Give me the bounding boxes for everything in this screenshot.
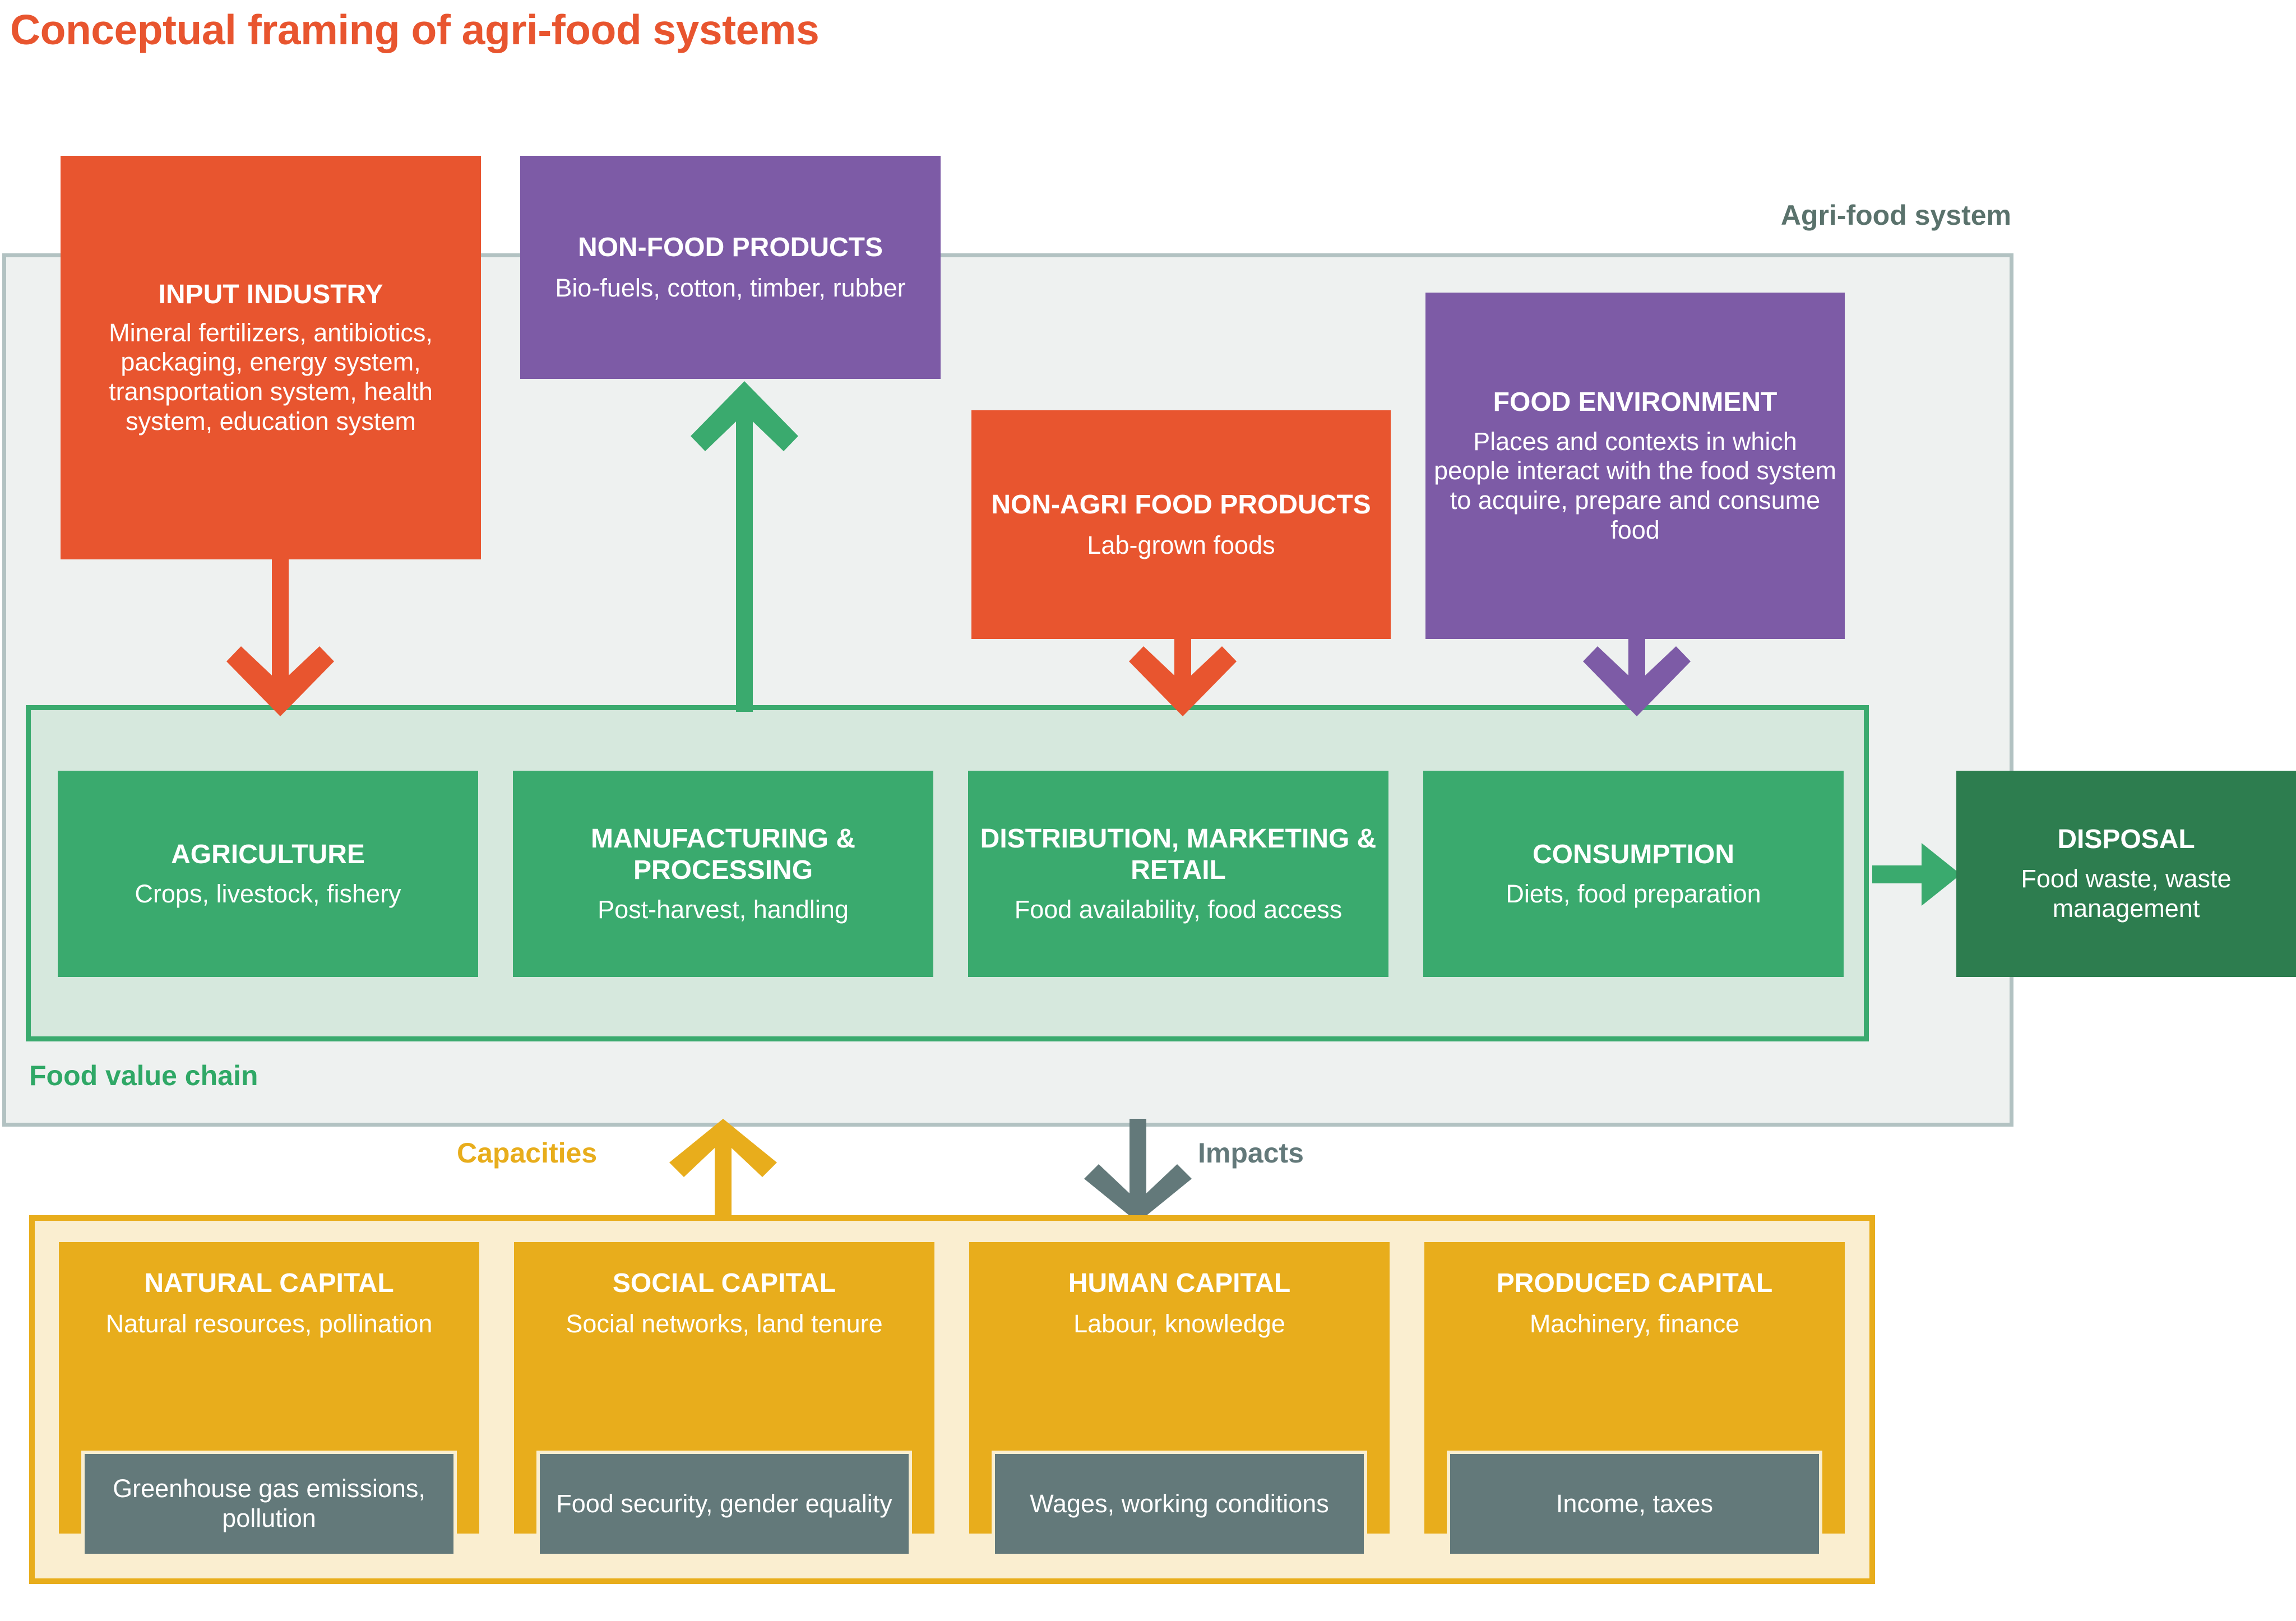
box-title: NON-FOOD PRODUCTS (578, 232, 883, 262)
box-subtitle: Mineral fertilizers, antibiotics, packag… (109, 318, 433, 436)
box-subtitle: Labour, knowledge (1073, 1309, 1285, 1339)
capacities-label: Capacities (457, 1137, 598, 1169)
box-natural-capital-impact[interactable]: Greenhouse gas emissions, pollution (81, 1451, 457, 1557)
box-title: DISPOSAL (2057, 825, 2195, 855)
box-title: NATURAL CAPITAL (144, 1268, 394, 1298)
box-subtitle: Diets, food preparation (1506, 879, 1761, 908)
box-non-food-products[interactable]: NON-FOOD PRODUCTS Bio-fuels, cotton, tim… (520, 156, 941, 379)
box-title: FOOD ENVIRONMENT (1493, 387, 1777, 417)
box-food-environment[interactable]: FOOD ENVIRONMENT Places and contexts in … (1425, 293, 1845, 639)
box-subtitle: Post-harvest, handling (598, 895, 849, 924)
page-title: Conceptual framing of agri-food systems (10, 6, 820, 53)
box-subtitle: Greenhouse gas emissions, pollution (113, 1474, 425, 1532)
box-title: NON-AGRI FOOD PRODUCTS (991, 489, 1371, 520)
box-title: MANUFACTURING & PROCESSING (591, 823, 855, 885)
box-input-industry[interactable]: INPUT INDUSTRY Mineral fertilizers, anti… (61, 156, 481, 559)
box-produced-capital-impact[interactable]: Income, taxes (1447, 1451, 1822, 1557)
consumption-to-disposal-arrow (1872, 843, 1961, 906)
non-agri-food-to-distribution-arrow (1129, 635, 1237, 716)
box-subtitle: Machinery, finance (1529, 1309, 1740, 1339)
box-consumption[interactable]: CONSUMPTION Diets, food preparation (1423, 771, 1844, 977)
box-subtitle: Income, taxes (1556, 1489, 1714, 1518)
box-title: AGRICULTURE (171, 839, 365, 869)
box-agriculture[interactable]: AGRICULTURE Crops, livestock, fishery (58, 771, 478, 977)
box-disposal[interactable]: DISPOSAL Food waste, waste management (1956, 771, 2296, 977)
box-subtitle: Food waste, waste management (2021, 864, 2232, 923)
box-subtitle: Places and contexts in which people inte… (1434, 427, 1836, 544)
capacities-arrow (669, 1119, 777, 1222)
agri-food-system-label: Agri-food system (1780, 200, 2011, 231)
box-subtitle: Lab-grown foods (1087, 530, 1275, 559)
box-subtitle: Social networks, land tenure (566, 1309, 883, 1339)
food-value-chain-label: Food value chain (29, 1060, 258, 1091)
box-subtitle: Wages, working conditions (1030, 1489, 1329, 1518)
impacts-label: Impacts (1198, 1137, 1304, 1169)
box-title: HUMAN CAPITAL (1068, 1268, 1291, 1298)
box-subtitle: Crops, livestock, fishery (135, 879, 401, 908)
box-subtitle: Food availability, food access (1014, 895, 1343, 924)
box-human-capital-impact[interactable]: Wages, working conditions (992, 1451, 1367, 1557)
food-environment-to-consumption-arrow (1583, 635, 1691, 716)
box-title: SOCIAL CAPITAL (612, 1268, 836, 1298)
input-industry-to-agriculture-arrow (226, 555, 334, 716)
box-subtitle: Natural resources, pollination (105, 1309, 433, 1339)
box-subtitle: Food security, gender equality (556, 1489, 892, 1518)
box-manufacturing-processing[interactable]: MANUFACTURING & PROCESSING Post-harvest,… (513, 771, 933, 977)
box-title: INPUT INDUSTRY (158, 279, 383, 309)
box-title: DISTRIBUTION, MARKETING & RETAIL (980, 823, 1377, 885)
box-title: CONSUMPTION (1533, 839, 1734, 869)
box-social-capital-impact[interactable]: Food security, gender equality (536, 1451, 912, 1557)
box-subtitle: Bio-fuels, cotton, timber, rubber (555, 273, 906, 302)
box-title: PRODUCED CAPITAL (1496, 1268, 1773, 1298)
manufacturing-to-non-food-products-arrow (691, 381, 798, 712)
impacts-arrow (1084, 1119, 1192, 1222)
box-distribution-marketing-retail[interactable]: DISTRIBUTION, MARKETING & RETAIL Food av… (968, 771, 1388, 977)
box-non-agri-food-products[interactable]: NON-AGRI FOOD PRODUCTS Lab-grown foods (971, 410, 1391, 639)
